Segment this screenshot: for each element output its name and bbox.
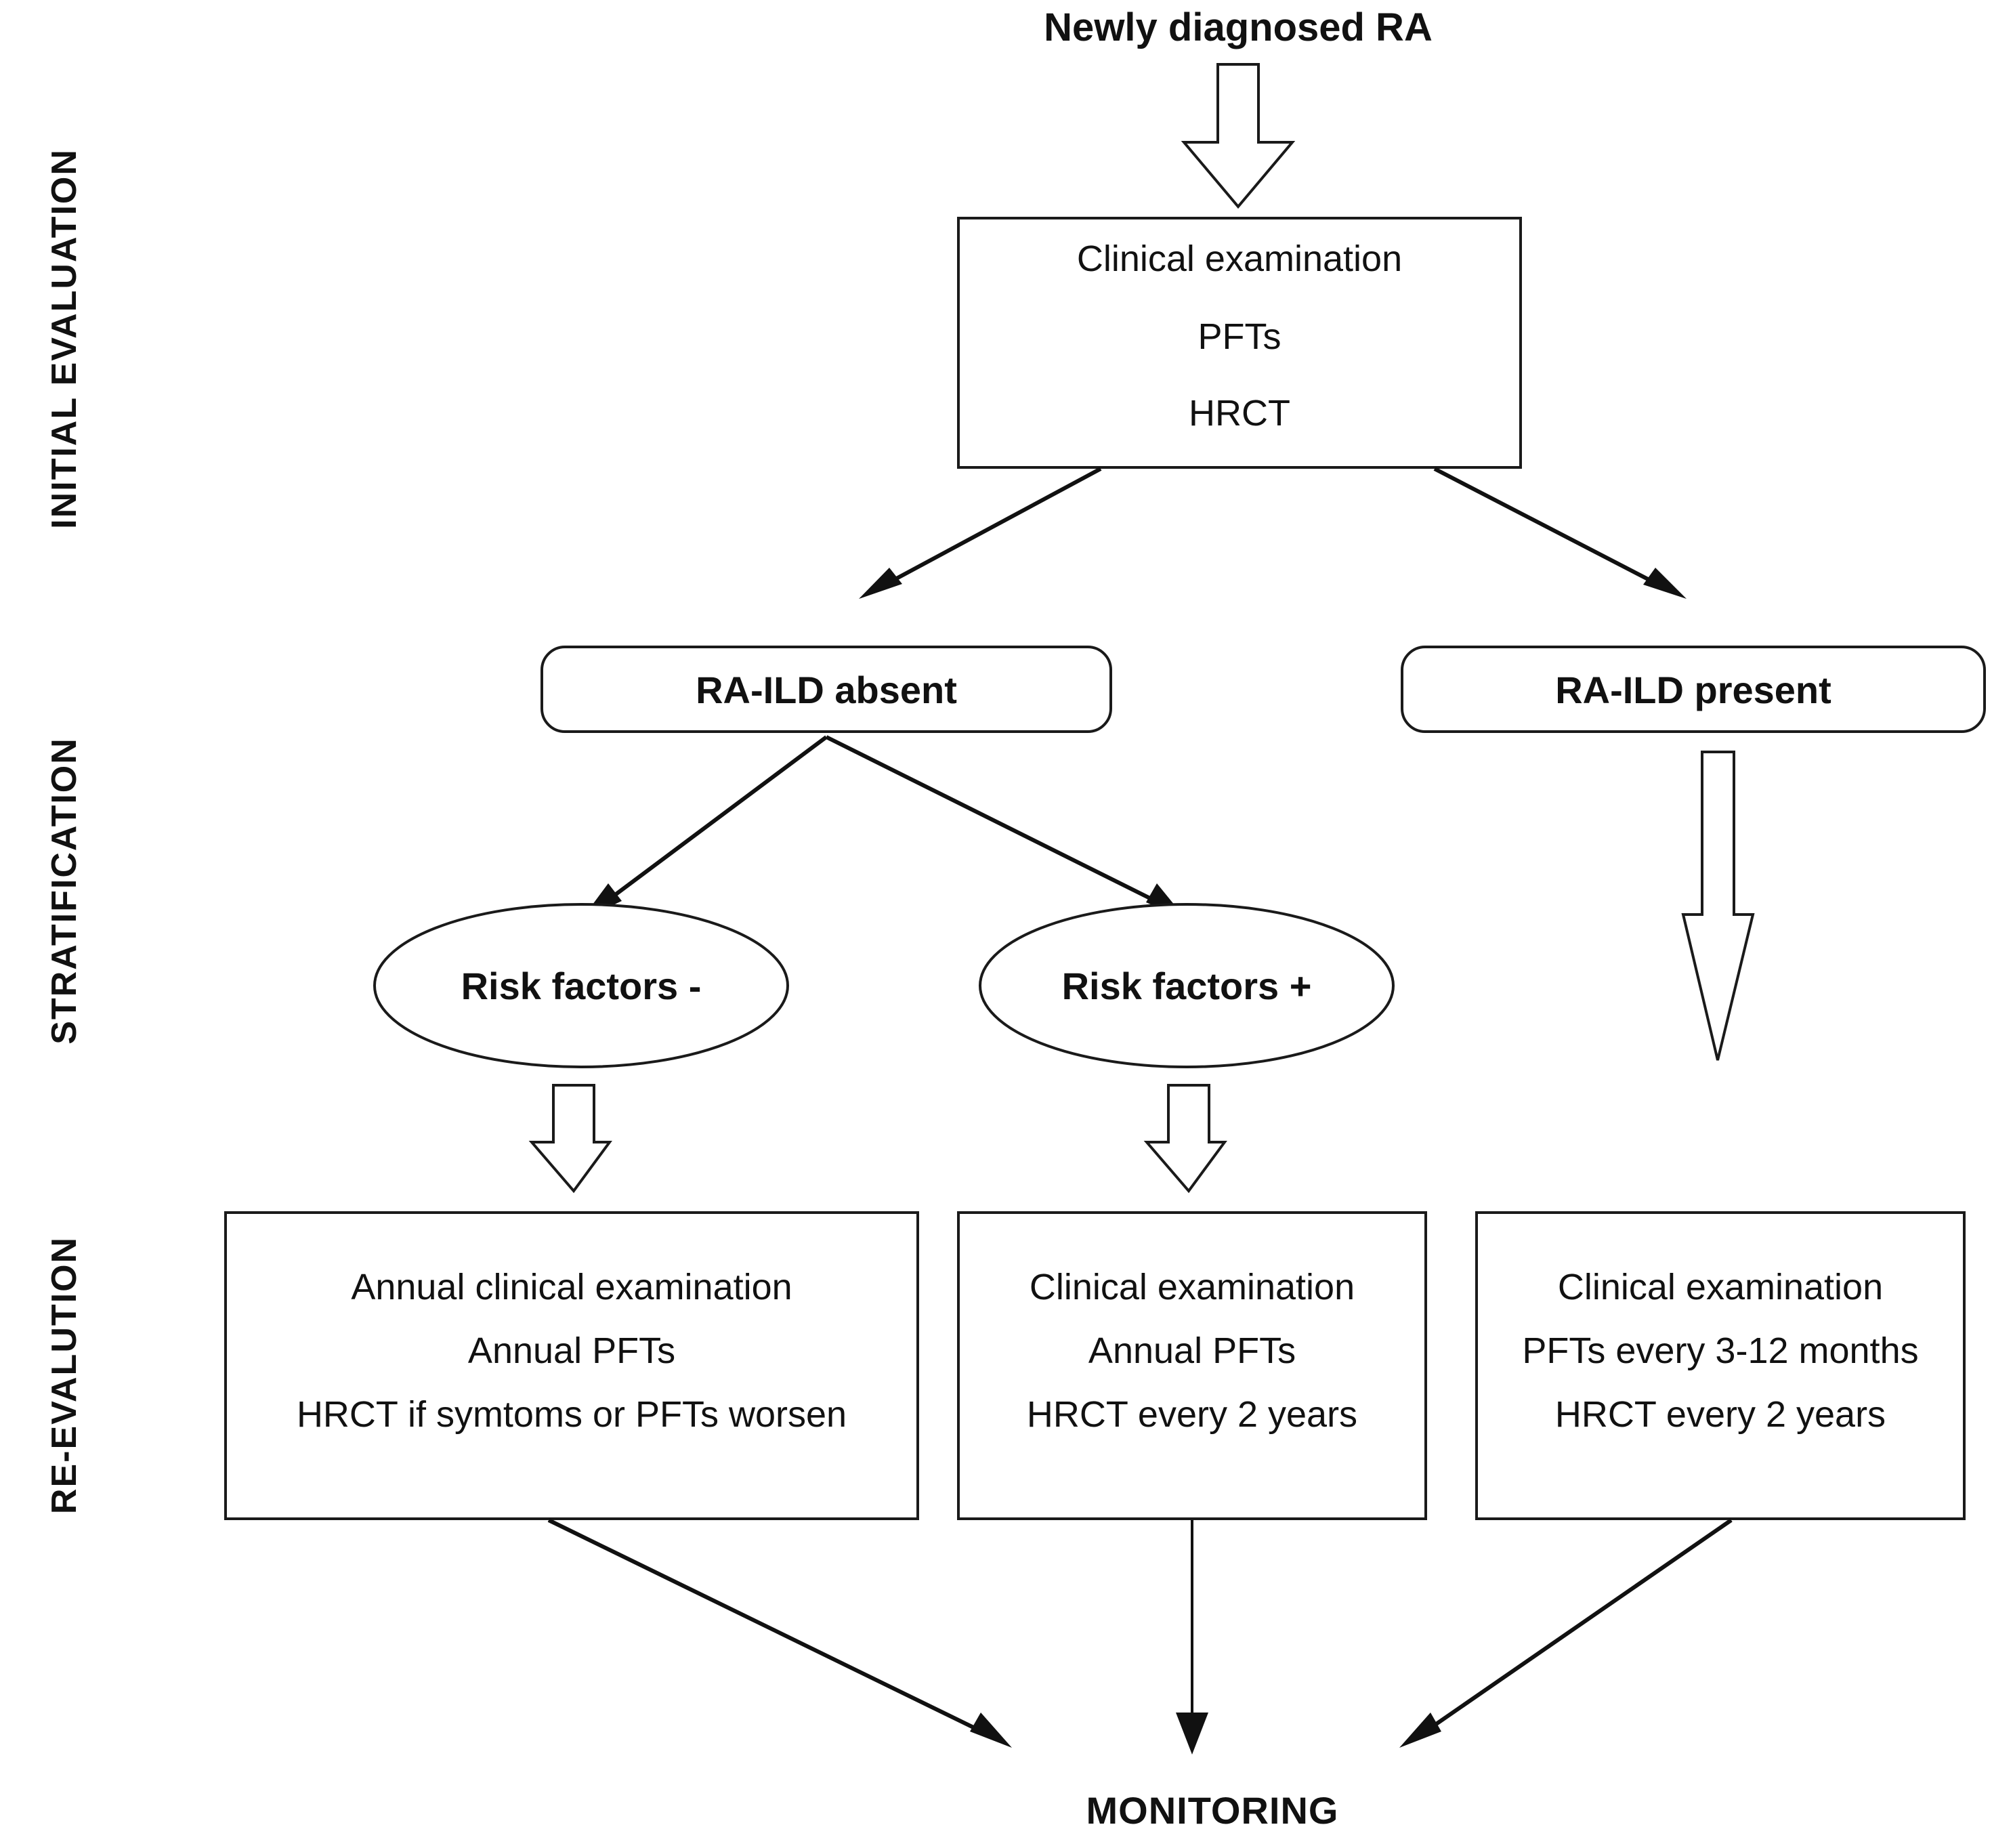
connector-outcome1-to-monitoring [547,1518,1012,1748]
block-arrow-risk-positive-to-outcome [1143,1084,1227,1194]
node-ra-ild-absent-label: RA-ILD absent [696,669,957,711]
outcome-3-line-2: PFTs every 3-12 months [1522,1330,1918,1371]
diagram-title: Newly diagnosed RA [1044,5,1433,49]
initial-box-line-1: Clinical examination [1077,238,1402,279]
node-risk-factors-negative [373,903,789,1068]
connector-outcome3-to-monitoring [1399,1518,1733,1748]
node-ra-ild-absent [541,646,1112,733]
initial-box-line-2: PFTs [1198,316,1281,357]
block-arrow-title-to-initial [1181,63,1296,209]
node-risk-factors-positive [979,903,1395,1068]
initial-evaluation-box [957,217,1522,469]
outcome-2-line-2: Annual PFTs [1088,1330,1296,1371]
connector-absent-to-risk-negative [581,735,828,920]
outcome-box-ra-ild-present [1475,1211,1966,1520]
outcome-box-risk-negative [224,1211,919,1520]
block-arrow-present-to-outcome [1681,751,1755,1061]
node-ra-ild-present [1401,646,1986,733]
stage-label-re-evaluation: RE-EVALUTION [45,1236,84,1514]
connector-outcome2-to-monitoring [1176,1520,1208,1755]
stage-label-text: STRATIFICATION [45,737,84,1045]
connector-initial-to-absent [859,467,1102,599]
outcome-2-line-1: Clinical examination [1030,1267,1355,1307]
stage-label-text: RE-EVALUTION [45,1236,84,1514]
outcome-1-line-2: Annual PFTs [468,1330,675,1371]
outcome-1-line-1: Annual clinical examination [351,1267,792,1307]
node-ra-ild-present-label: RA-ILD present [1555,669,1831,711]
stage-label-text: INITIAL EVALUATION [45,148,84,529]
stage-label-stratification: STRATIFICATION [45,737,84,1045]
node-risk-factors-positive-label: Risk factors + [1062,965,1312,1007]
endpoint-monitoring-label: MONITORING [1086,1789,1339,1832]
connector-initial-to-present [1433,467,1687,599]
outcome-3-line-1: Clinical examination [1558,1267,1883,1307]
node-risk-factors-negative-label: Risk factors - [461,965,702,1007]
outcome-1-line-3: HRCT if symtoms or PFTs worsen [297,1394,847,1435]
connector-absent-to-risk-positive [825,735,1187,920]
outcome-3-line-3: HRCT every 2 years [1555,1394,1886,1435]
block-arrow-risk-negative-to-outcome [528,1084,612,1194]
outcome-box-risk-positive [957,1211,1427,1520]
stage-label-initial-evaluation: INITIAL EVALUATION [45,148,84,529]
initial-box-line-3: HRCT [1189,393,1290,434]
outcome-2-line-3: HRCT every 2 years [1027,1394,1357,1435]
